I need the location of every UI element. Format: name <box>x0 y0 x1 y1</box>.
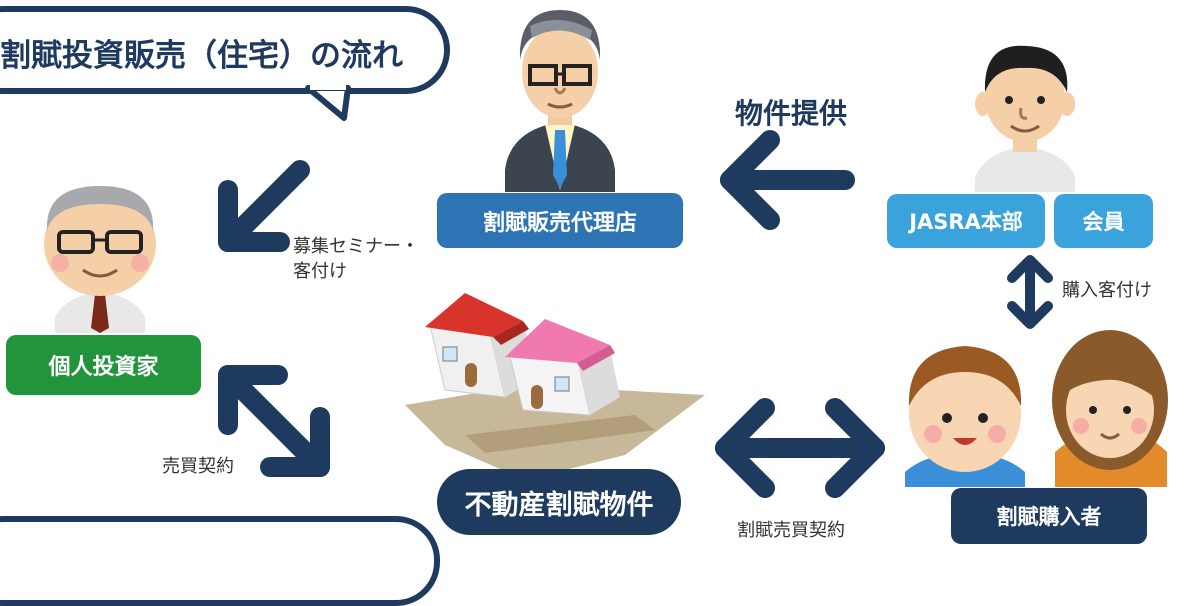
sale-contract-arrow <box>218 365 330 477</box>
seminar-text-line1: 募集セミナー・ <box>293 236 419 257</box>
installment-contract-text: 割賦売買契約 <box>737 520 845 541</box>
buy-intro-text: 購入客付け <box>1062 280 1152 301</box>
title-bubble-tail <box>305 82 351 121</box>
agency-label: 割賦販売代理店 <box>437 193 683 248</box>
supply-text: 物件提供 <box>735 97 848 130</box>
seminar-arrow-head <box>218 180 290 252</box>
jasra-person-illustration <box>975 45 1075 192</box>
member-label: 会員 <box>1054 194 1153 248</box>
investor-person-illustration <box>44 186 156 333</box>
investor-label: 個人投資家 <box>6 335 201 395</box>
seminar-text-line2: 客付け <box>293 261 347 282</box>
flow-arrows <box>218 130 1053 498</box>
buyer-label: 割賦購入者 <box>951 488 1147 544</box>
agency-person-illustration <box>505 10 615 192</box>
page-title: 割賦投資販売（住宅）の流れ <box>0 38 403 74</box>
seminar-arrow <box>218 160 310 252</box>
property-label: 不動産割賦物件 <box>437 469 681 535</box>
property-houses-illustration <box>405 293 705 480</box>
jasra-label: JASRA本部 <box>887 194 1045 248</box>
title-bubble <box>0 6 450 94</box>
buyer-couple-illustration <box>905 330 1168 487</box>
supply-arrow-head <box>720 130 780 230</box>
sale-contract-text: 売買契約 <box>162 456 234 477</box>
